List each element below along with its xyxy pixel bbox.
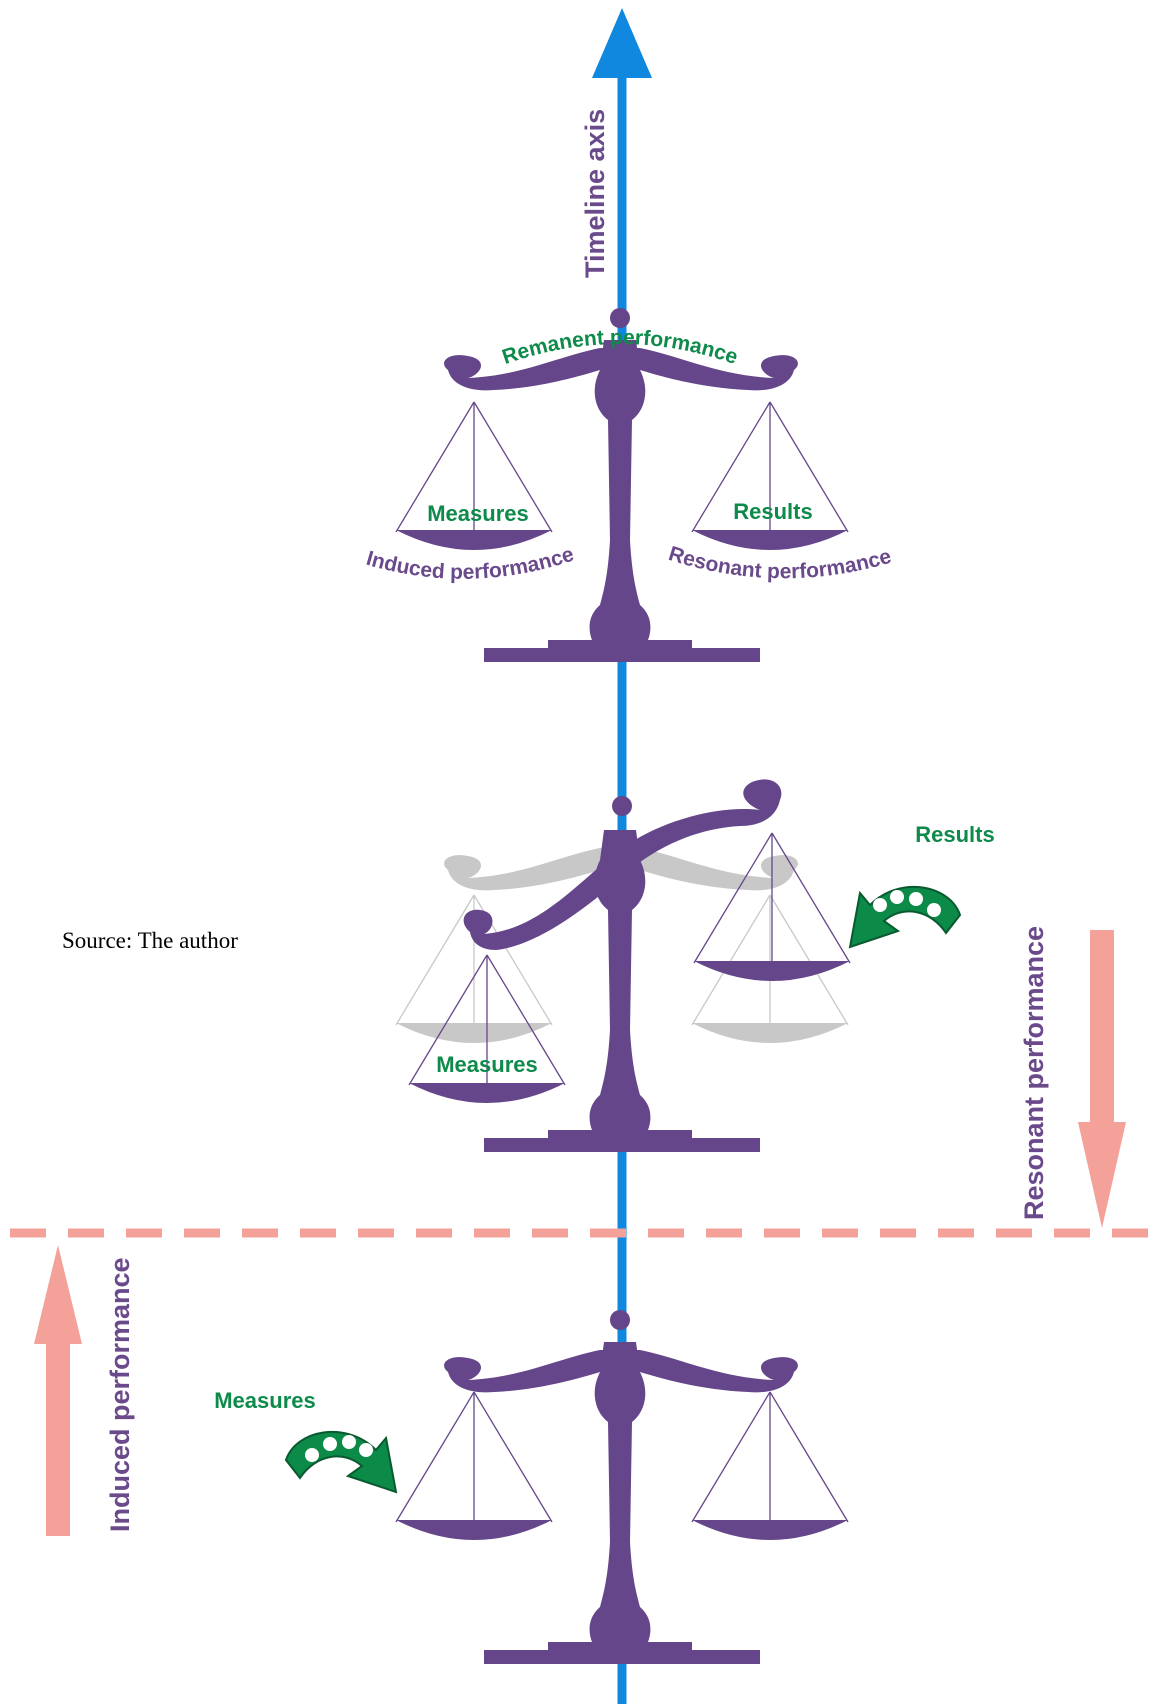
left-side-label: Induced performance: [105, 1257, 135, 1532]
bottom-balance: [396, 1310, 848, 1664]
top-balance: Remanent performance Measures Results In…: [364, 308, 894, 662]
curved-arrow-icon: [850, 887, 960, 947]
timeline-axis-arrowhead: [592, 8, 652, 78]
down-arrow-icon: [1078, 930, 1126, 1228]
top-left-pan-label: Measures: [427, 501, 529, 526]
curved-arrow-icon: [286, 1432, 396, 1492]
timeline-axis-label: Timeline axis: [580, 109, 610, 278]
middle-balance: Measures Results: [396, 779, 995, 1152]
bottom-arrow-label: Measures: [214, 1388, 316, 1413]
top-right-pan-label: Results: [733, 499, 812, 524]
source-note: Source: The author: [62, 928, 238, 953]
right-side-label: Resonant performance: [1019, 926, 1049, 1220]
middle-arrow-label: Results: [915, 822, 994, 847]
up-arrow-icon: [34, 1245, 82, 1536]
middle-left-pan-label: Measures: [436, 1052, 538, 1077]
